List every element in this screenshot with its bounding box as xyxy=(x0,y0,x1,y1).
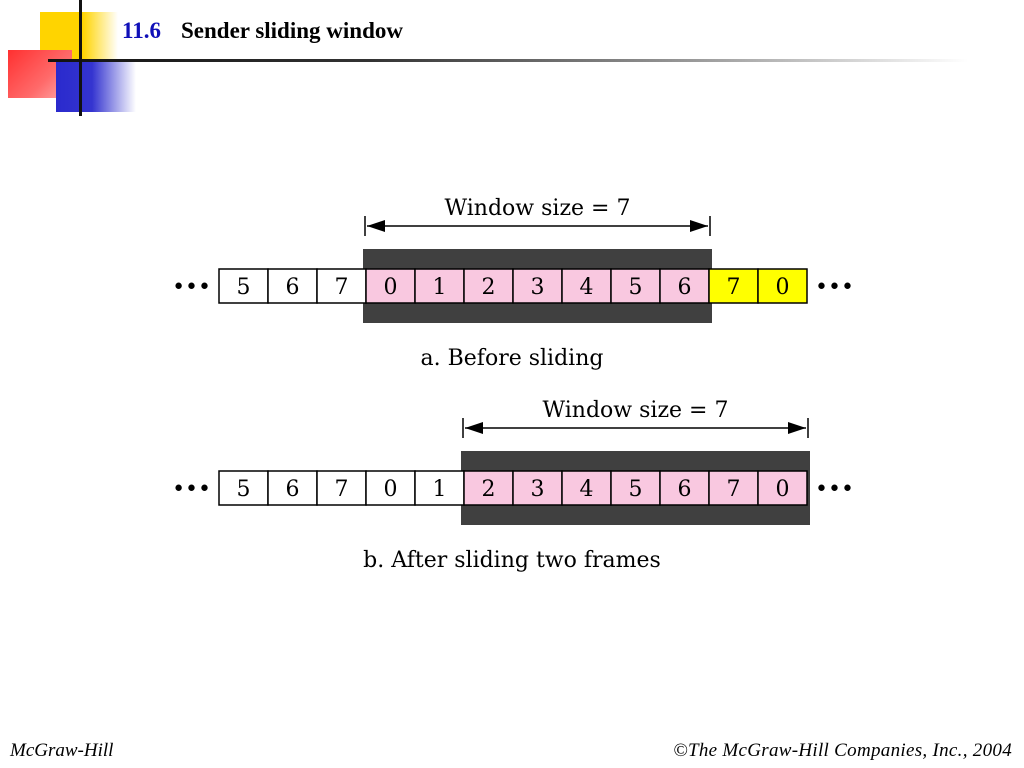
frame-cell xyxy=(512,470,563,506)
frame-cell xyxy=(610,470,661,506)
frame-cell xyxy=(414,470,465,506)
frame-number: 5 xyxy=(629,477,643,502)
frame-cell xyxy=(267,470,318,506)
frame-number: 3 xyxy=(531,477,545,502)
frame-number: 4 xyxy=(580,275,594,300)
panel-caption: a. Before sliding xyxy=(421,346,604,371)
frame-cell xyxy=(757,268,808,304)
panel-before: 5 6 7 0 1 2 3 4 5 6 7 0 ••• ••• Window size = 7 a. Befo… xyxy=(172,196,854,371)
frame-cell xyxy=(365,470,416,506)
frame-number: 7 xyxy=(727,477,741,502)
frame-cell xyxy=(414,268,465,304)
frame-cell xyxy=(365,268,416,304)
frame-cell xyxy=(218,268,269,304)
frame-number: 7 xyxy=(335,477,349,502)
frame-number: 2 xyxy=(482,477,496,502)
ellipsis-left: ••• xyxy=(172,477,211,502)
frame-number: 3 xyxy=(531,275,545,300)
frame-cell xyxy=(561,470,612,506)
frame-number: 5 xyxy=(629,275,643,300)
frame-cell xyxy=(267,268,318,304)
ellipsis-right: ••• xyxy=(815,275,854,300)
frame-number: 7 xyxy=(335,275,349,300)
frame-cell xyxy=(463,268,514,304)
frame-cell xyxy=(316,268,367,304)
frame-number: 0 xyxy=(776,477,790,502)
decor-vertical-rule xyxy=(79,0,82,116)
frame-number: 5 xyxy=(237,477,251,502)
title-text: Sender sliding window xyxy=(180,18,403,43)
frame-number: 0 xyxy=(384,477,398,502)
frame-number: 4 xyxy=(580,477,594,502)
frame-cell xyxy=(512,268,563,304)
frame-number: 1 xyxy=(433,477,447,502)
frame-number: 2 xyxy=(482,275,496,300)
section-number: 11.6 xyxy=(122,18,161,43)
window-size-label: Window size = 7 xyxy=(543,398,729,423)
frame-number: 6 xyxy=(678,477,692,502)
decor-title-rule xyxy=(48,59,968,62)
footer-publisher: McGraw-Hill xyxy=(10,740,114,761)
decor-blue-square xyxy=(56,62,136,112)
frame-number: 0 xyxy=(776,275,790,300)
frame-cell xyxy=(561,268,612,304)
panel-caption: b. After sliding two frames xyxy=(363,548,661,573)
frame-number: 7 xyxy=(727,275,741,300)
slide-title: 11.6 Sender sliding window xyxy=(122,18,403,44)
frame-number: 5 xyxy=(237,275,251,300)
frame-cell xyxy=(218,470,269,506)
footer-copyright: ©The McGraw-Hill Companies, Inc., 2004 xyxy=(673,740,1012,761)
window-size-label: Window size = 7 xyxy=(445,196,631,221)
panel-after: 5 6 7 0 1 2 3 4 5 6 7 0 ••• ••• Window size = 7 b. Afte… xyxy=(172,398,854,573)
frame-number: 0 xyxy=(384,275,398,300)
frame-cell xyxy=(757,470,808,506)
frame-cell xyxy=(610,268,661,304)
ellipsis-right: ••• xyxy=(815,477,854,502)
frame-number: 6 xyxy=(286,477,300,502)
frame-number: 6 xyxy=(286,275,300,300)
frame-cell xyxy=(463,470,514,506)
frame-number: 1 xyxy=(433,275,447,300)
ellipsis-left: ••• xyxy=(172,275,211,300)
frame-number: 6 xyxy=(678,275,692,300)
